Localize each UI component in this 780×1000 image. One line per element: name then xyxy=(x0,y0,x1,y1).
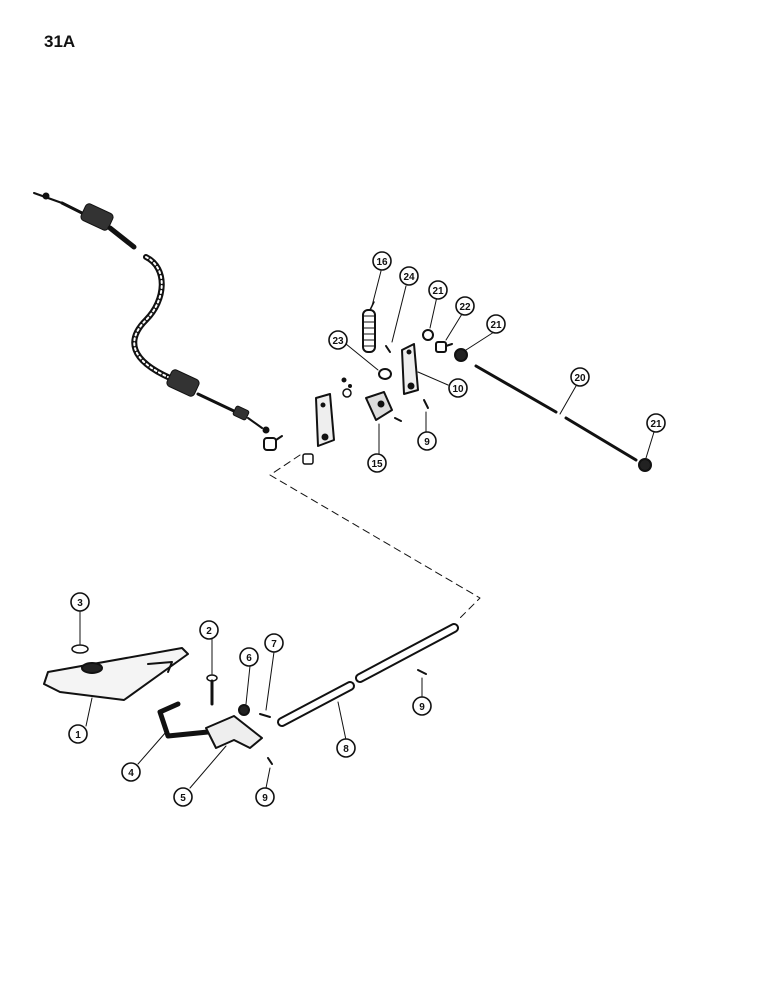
callout-label: 2 xyxy=(206,626,212,637)
page-label: 31A xyxy=(44,32,76,51)
callout-label: 23 xyxy=(332,336,344,347)
callout-label: 21 xyxy=(432,286,444,297)
callout-7: 7 xyxy=(264,633,284,653)
callout-label: 9 xyxy=(419,702,425,713)
throttle-cable xyxy=(33,192,283,451)
pin-9-lower-b xyxy=(267,757,273,765)
callout-6: 6 xyxy=(239,647,259,667)
bracket-5 xyxy=(205,715,263,749)
callout-3: 3 xyxy=(70,592,90,612)
callout-label: 16 xyxy=(376,257,388,268)
clip-3 xyxy=(71,644,89,654)
pin-7 xyxy=(259,713,271,718)
callout-label: 21 xyxy=(650,419,662,430)
callout-16: 16 xyxy=(372,251,392,271)
rod-4 xyxy=(157,701,211,739)
callout-label: 4 xyxy=(128,768,134,779)
rod-20 xyxy=(474,364,638,462)
callout-label: 1 xyxy=(75,730,81,741)
callout-2: 2 xyxy=(199,620,219,640)
callout-23: 23 xyxy=(328,330,348,350)
callout-10: 10 xyxy=(448,378,468,398)
callout-label: 9 xyxy=(424,437,430,448)
stud-22 xyxy=(435,341,453,353)
callout-20: 20 xyxy=(570,367,590,387)
leader-lines xyxy=(79,270,655,789)
callout-label: 22 xyxy=(459,302,471,313)
lever-bracket-left xyxy=(302,377,352,465)
callout-label: 9 xyxy=(262,793,268,804)
callout-22: 22 xyxy=(455,296,475,316)
callout-24: 24 xyxy=(399,266,419,286)
arm-10 xyxy=(401,343,419,395)
callout-15: 15 xyxy=(367,453,387,473)
nut-21-b xyxy=(454,348,468,362)
callout-label: 21 xyxy=(490,320,502,331)
shaft-8 xyxy=(277,623,459,727)
pin-9-lower-a xyxy=(417,669,427,675)
nut-21-a xyxy=(422,329,434,341)
callout-label: 7 xyxy=(271,639,277,650)
spring-16 xyxy=(362,301,376,353)
callout-label: 24 xyxy=(403,272,415,283)
pin-9-upper-a xyxy=(394,417,402,422)
callout-8: 8 xyxy=(336,738,356,758)
washer-6 xyxy=(238,704,250,716)
callout-label: 6 xyxy=(246,653,252,664)
callout-label: 5 xyxy=(180,793,186,804)
callout-4: 4 xyxy=(121,762,141,782)
pedal-plate-1 xyxy=(43,647,189,701)
washer-23 xyxy=(378,368,392,380)
callout-21: 21 xyxy=(486,314,506,334)
nut-21-c xyxy=(638,458,652,472)
callout-5: 5 xyxy=(173,787,193,807)
callout-21: 21 xyxy=(428,280,448,300)
pin-24 xyxy=(385,345,391,353)
callout-label: 3 xyxy=(77,598,83,609)
callout-9: 9 xyxy=(417,431,437,451)
callouts: 1 2 3 4 5 6 7 8 9 9 9 10 15 16 20 21 21 … xyxy=(68,251,666,807)
callout-label: 10 xyxy=(452,384,464,395)
callout-1: 1 xyxy=(68,724,88,744)
callout-21: 21 xyxy=(646,413,666,433)
lever-15 xyxy=(365,391,393,421)
callout-9: 9 xyxy=(412,696,432,716)
callout-9: 9 xyxy=(255,787,275,807)
callout-label: 15 xyxy=(371,459,383,470)
callout-label: 20 xyxy=(574,373,586,384)
bolt-2 xyxy=(206,674,218,706)
pin-9-upper-b xyxy=(423,399,429,409)
assembly-dashed-line xyxy=(269,454,481,621)
callout-label: 8 xyxy=(343,744,349,755)
